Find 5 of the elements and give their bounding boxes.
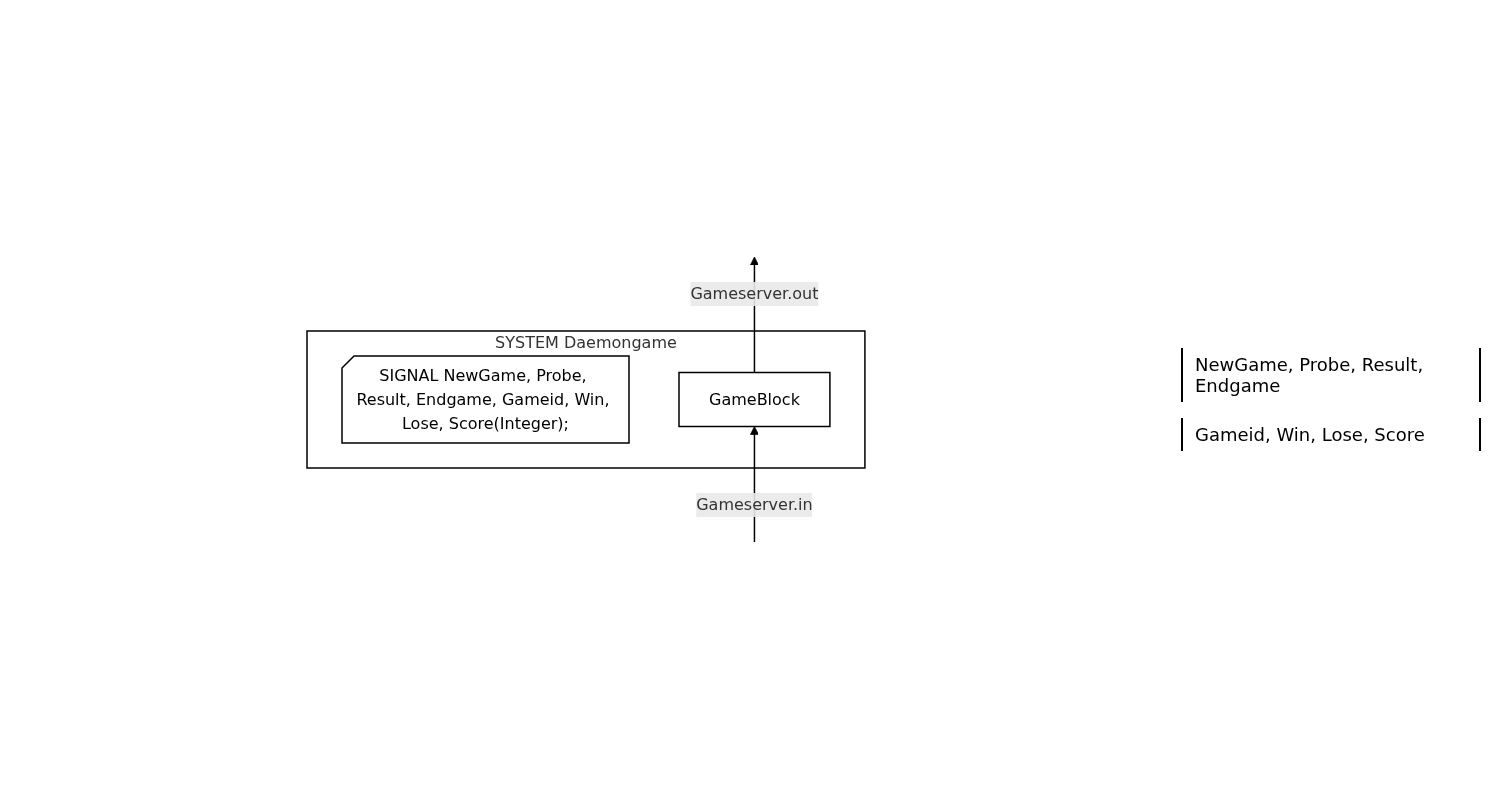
signal-list: NewGame, Probe, Result, Endgame [1181,348,1481,402]
node-box: GameBlock [677,371,831,428]
edge-label: Gameserver.in [695,495,813,514]
signal-list: Gameid, Win, Lose, Score [1181,418,1481,451]
edge-label: Gameserver.out [689,284,819,303]
